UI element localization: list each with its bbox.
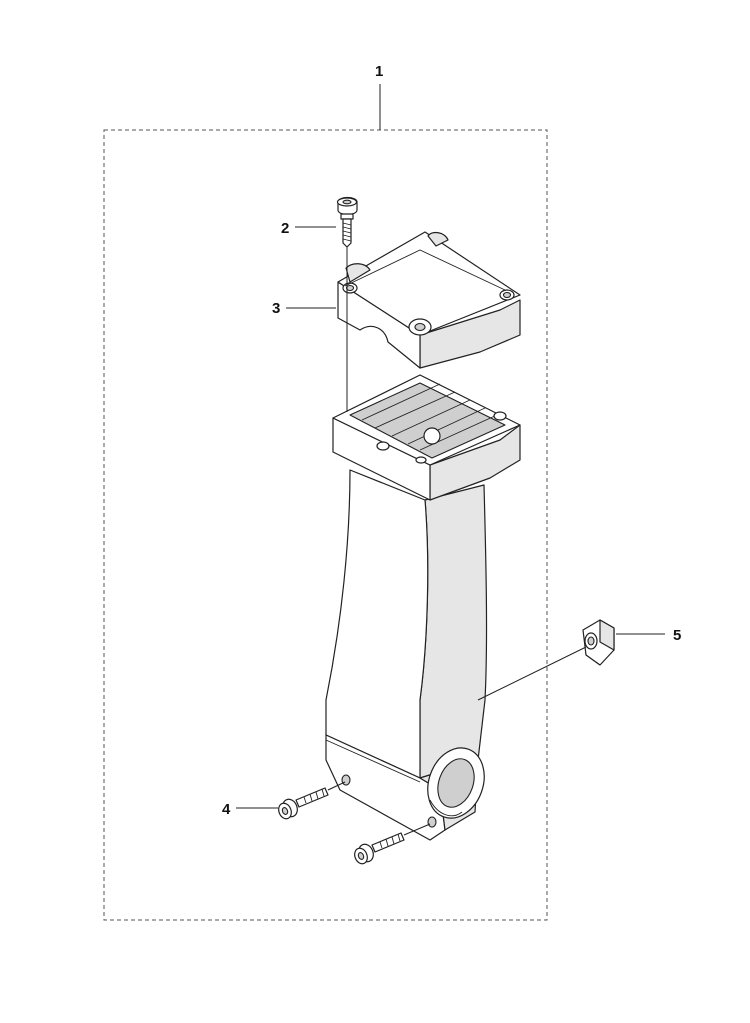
callout-3: 3 (272, 300, 280, 317)
screw-top-icon (336, 196, 358, 248)
clip-icon (582, 619, 615, 666)
callout-1: 1 (375, 63, 383, 80)
callout-2: 2 (281, 220, 289, 237)
screw-bottom-1-icon (278, 787, 329, 820)
screw-1-axis (327, 781, 346, 791)
callout-4: 4 (222, 801, 231, 818)
clip-mount-line (477, 646, 587, 701)
screw-bottom-2-icon (354, 832, 405, 865)
screw-2-axis (403, 823, 431, 836)
handle-body (325, 469, 488, 841)
cap-part (337, 231, 521, 369)
callout-5: 5 (673, 627, 681, 644)
upper-base (332, 374, 521, 501)
